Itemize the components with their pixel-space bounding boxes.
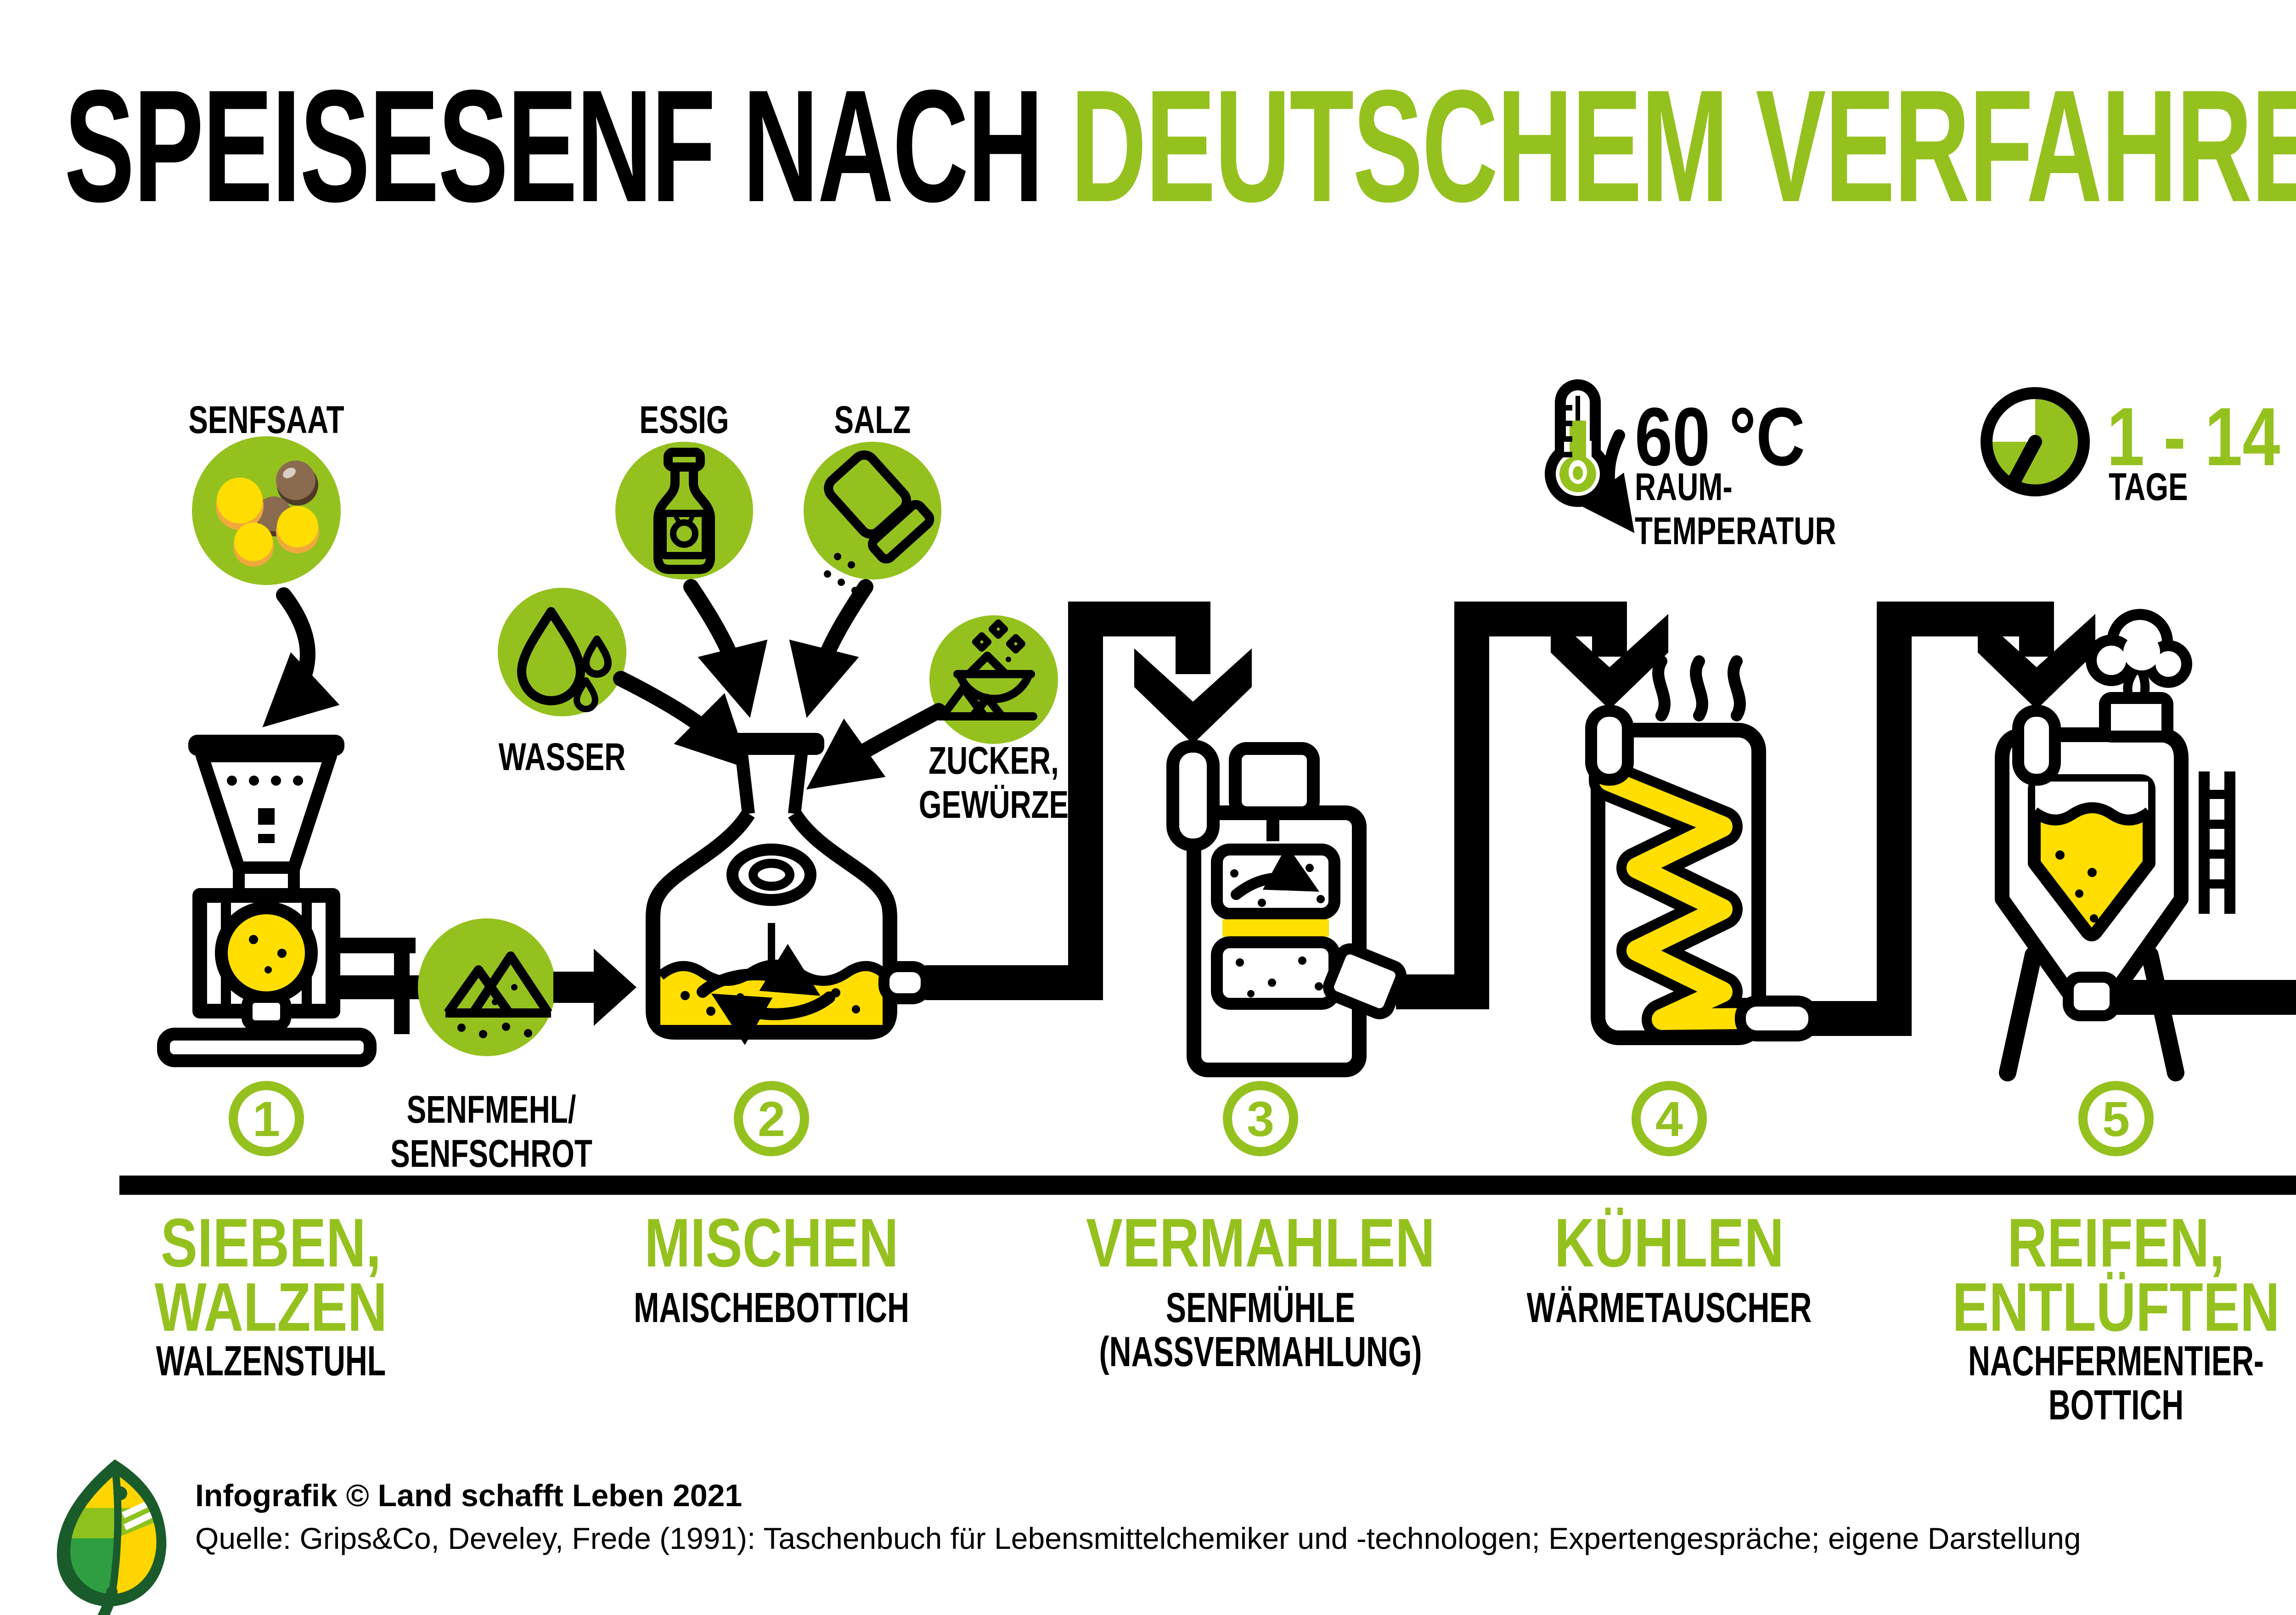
step-number-3: 3 [1246,1091,1275,1147]
step-title-2: MISCHEN [644,1204,899,1281]
step-title-6: ABFÜLLEN,VERPACKEN [2272,1210,2296,1339]
step-title-5: REIFEN,ENTLÜFTEN [1952,1204,2280,1345]
zucker-circle [806,615,1058,790]
duration-value: 1 - 14 [2107,391,2280,483]
label-senfsaat: SENFSAAT [188,398,344,441]
label-essig: ESSIG [639,398,729,441]
pipe-fermenter-to-filler [2115,980,2296,1015]
pipe-heatexchanger-to-fermenter [1812,602,2054,1036]
flow-arrow [613,671,750,770]
footer-credit: Infografik © Land schafft Leben 2021 [195,1478,743,1513]
water-drops-icon [517,607,612,712]
step-subtitle-3: SENFMÜHLE(NASSVERMAHLUNG) [1099,1284,1422,1375]
temperature-label: RAUM-TEMPERATUR [1635,465,1836,552]
step-number-4: 4 [1655,1091,1683,1147]
step-number-rings [229,1081,2154,1156]
leaf-logo-icon [56,1459,167,1615]
step-title-3: VERMAHLEN [1086,1204,1435,1281]
label-wasser: WASSER [498,735,626,778]
title-green-part: DEUTSCHEM VERFAHREN [1070,56,2296,235]
pipe-mixer-to-mill [925,602,1210,1000]
stir-arrow [711,991,835,1045]
arrow-down-icon [1551,614,1668,709]
flow-arrow [806,703,946,790]
machine-maischebottich [646,733,932,1045]
thermometer-icon [1545,379,1635,533]
step-number-2: 2 [757,1091,786,1147]
mustard-coil [1599,733,1756,1030]
roller [215,901,318,1004]
mustard-seeds-icon [216,461,319,567]
mustard-layer [1222,919,1329,937]
vinegar-bottle-icon [653,448,715,574]
flow-arrow [262,587,340,727]
label-zucker: ZUCKER,GEWÜRZE [918,739,1069,826]
salz-circle [789,442,941,718]
senfmehl-circle [418,918,556,1056]
label-salz: SALZ [834,398,911,441]
pipe-network [925,602,2296,1036]
step-subtitle-1: WALZENSTUHL [156,1338,386,1384]
footer-source: Quelle: Grips&Co, Develey, Frede (1991):… [195,1521,2081,1555]
step-title-4: KÜHLEN [1554,1204,1784,1281]
step-number-5: 5 [2102,1091,2130,1147]
clock-icon [1981,387,2090,496]
tank-legs [1999,946,2184,1081]
pipe-arrowheads [1134,614,2095,744]
page-title: SPEISESENF NACH DEUTSCHEM VERFAHREN [64,54,2296,238]
powder-piles-icon [444,951,552,1018]
title-black-part: SPEISESENF NACH [64,56,1071,235]
machine-senfmuehle [1166,740,1407,1077]
flow-arrow [683,579,768,718]
pipe-mill-to-heatexchanger [1396,602,1627,1009]
steam-cloud-icon [2086,609,2192,703]
duration-label: TAGE [2109,465,2188,508]
heat-waves-icon [1652,655,1746,721]
essig-circle [615,442,768,718]
grind-arrow [1231,845,1320,900]
label-senfmehl: SENFMEHL/SENFSCHROT [390,1088,592,1175]
arrow-down-icon [1978,614,2095,709]
flow-arrow [789,579,873,718]
temperature-value: 60 °C [1635,391,1805,483]
machine-nachfermentierbottich [1995,609,2235,1081]
lower-millstone [1211,936,1340,1010]
step-subtitle-2: MAISCHEBOTTICH [634,1284,909,1331]
stir-arrow [697,944,821,998]
temp-arrow [1580,429,1635,533]
sugar-spices-bowl-icon [935,619,1037,720]
salt-shaker-icon [824,450,934,564]
step-subtitle-5: NACHFERMENTIER-BOTTICH [1968,1338,2264,1429]
wasser-circle [498,588,750,770]
senfsaat-circle [192,436,341,727]
machine-walzenstuhl [157,735,482,1067]
arrow-down-icon [1134,648,1252,744]
step-number-1: 1 [252,1091,281,1147]
machine-waermetauscher [1585,655,1819,1045]
block-arrow-right-icon [553,949,636,1026]
step-subtitle-4: WÄRMETAUSCHER [1526,1284,1812,1331]
step-title-1: SIEBEN,WALZEN [154,1204,388,1345]
ladder [2199,771,2235,914]
timeline-arrow [119,1176,2296,1195]
outlet-chute [1323,943,1407,1019]
